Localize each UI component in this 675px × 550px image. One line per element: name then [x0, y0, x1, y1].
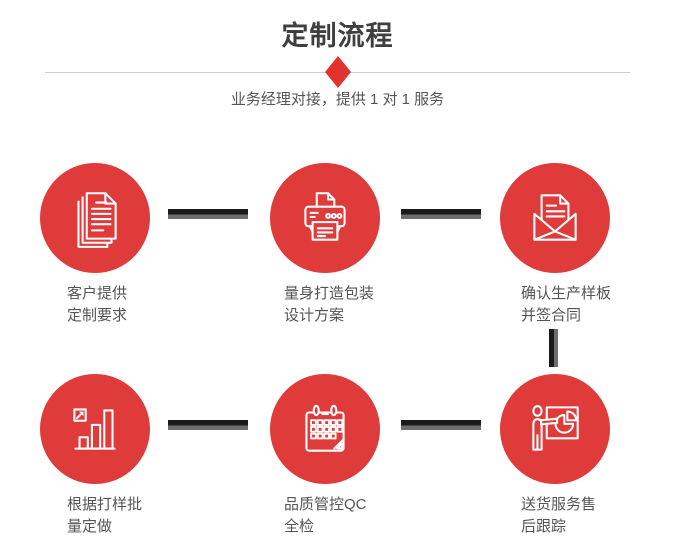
calendar-icon: [305, 404, 345, 452]
connector-step2-step3: [401, 209, 481, 219]
page-title: 定制流程: [281, 21, 394, 51]
envelope-icon: [533, 194, 577, 241]
step-label: 品质管控QC 全检: [284, 496, 367, 535]
documents-icon: [77, 192, 117, 248]
step-label: 确认生产样板 并签合同: [521, 285, 612, 324]
step-circle: [500, 163, 610, 273]
step-quality-control: 品质管控QC 全检: [270, 374, 380, 535]
presentation-icon: [532, 405, 579, 451]
diamond-icon: [325, 56, 351, 88]
step-batch-production: 根据打样批 量定做: [40, 374, 150, 535]
step-circle: [40, 374, 150, 484]
step-circle: [500, 374, 610, 484]
step-label: 量身打造包装 设计方案: [284, 285, 375, 324]
subtitle: 业务经理对接，提供 1 对 1 服务: [230, 91, 445, 108]
printer-icon: [304, 192, 346, 241]
step-circle: [40, 163, 150, 273]
bar-chart-icon: [73, 408, 116, 450]
connector-step5-step6: [401, 420, 481, 430]
connector-step1-step2: [168, 209, 248, 219]
step-label: 客户提供 定制要求: [67, 285, 128, 324]
connector-step4-step5: [168, 420, 248, 430]
step-circle: [270, 374, 380, 484]
connector-step3-step6: [549, 329, 558, 367]
step-circle: [270, 163, 380, 273]
step-confirm-sample: 确认生产样板 并签合同: [500, 163, 611, 324]
step-label: 送货服务售 后跟踪: [521, 496, 597, 535]
step-label: 根据打样批 量定做: [67, 496, 143, 535]
step-packaging-design: 量身打造包装 设计方案: [270, 163, 380, 324]
step-customer-requirements: 客户提供 定制要求: [40, 163, 150, 324]
step-delivery-aftersales: 送货服务售 后跟踪: [500, 374, 610, 535]
